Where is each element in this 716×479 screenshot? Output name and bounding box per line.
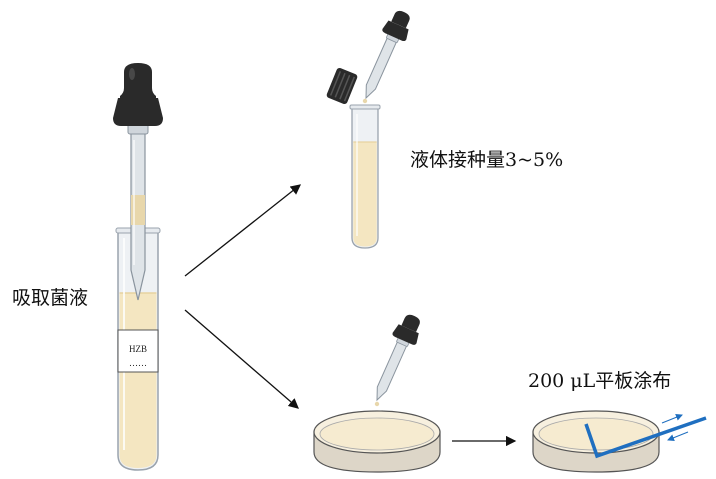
- small-tube-medium: [353, 142, 377, 247]
- culture-tube: HZB ……: [115, 227, 161, 471]
- bottom-dropper: [376, 314, 420, 402]
- plate-spreading-label: 200 μL平板涂布: [528, 370, 672, 392]
- petri-dish: [313, 410, 441, 473]
- draw-culture-label: 吸取菌液: [12, 287, 89, 309]
- small-tube: [349, 104, 381, 249]
- spreader: [584, 413, 707, 459]
- top-dropper: [365, 10, 410, 100]
- tube-label: [117, 329, 159, 373]
- large-dropper: [113, 63, 163, 301]
- tube-label-code: HZB: [129, 344, 147, 354]
- liquid-inoculation-label: 液体接种量3~5%: [410, 149, 564, 171]
- tube-label-dots: ……: [129, 358, 147, 368]
- drop-bottom: [374, 401, 380, 407]
- arrow-to-small-tube: [184, 184, 302, 277]
- drop-top: [362, 98, 368, 104]
- arrow-to-petri-dish: [184, 309, 299, 409]
- culture-medium: [119, 293, 157, 468]
- tube-cap: [326, 67, 358, 105]
- dropper-bulb: [120, 63, 156, 98]
